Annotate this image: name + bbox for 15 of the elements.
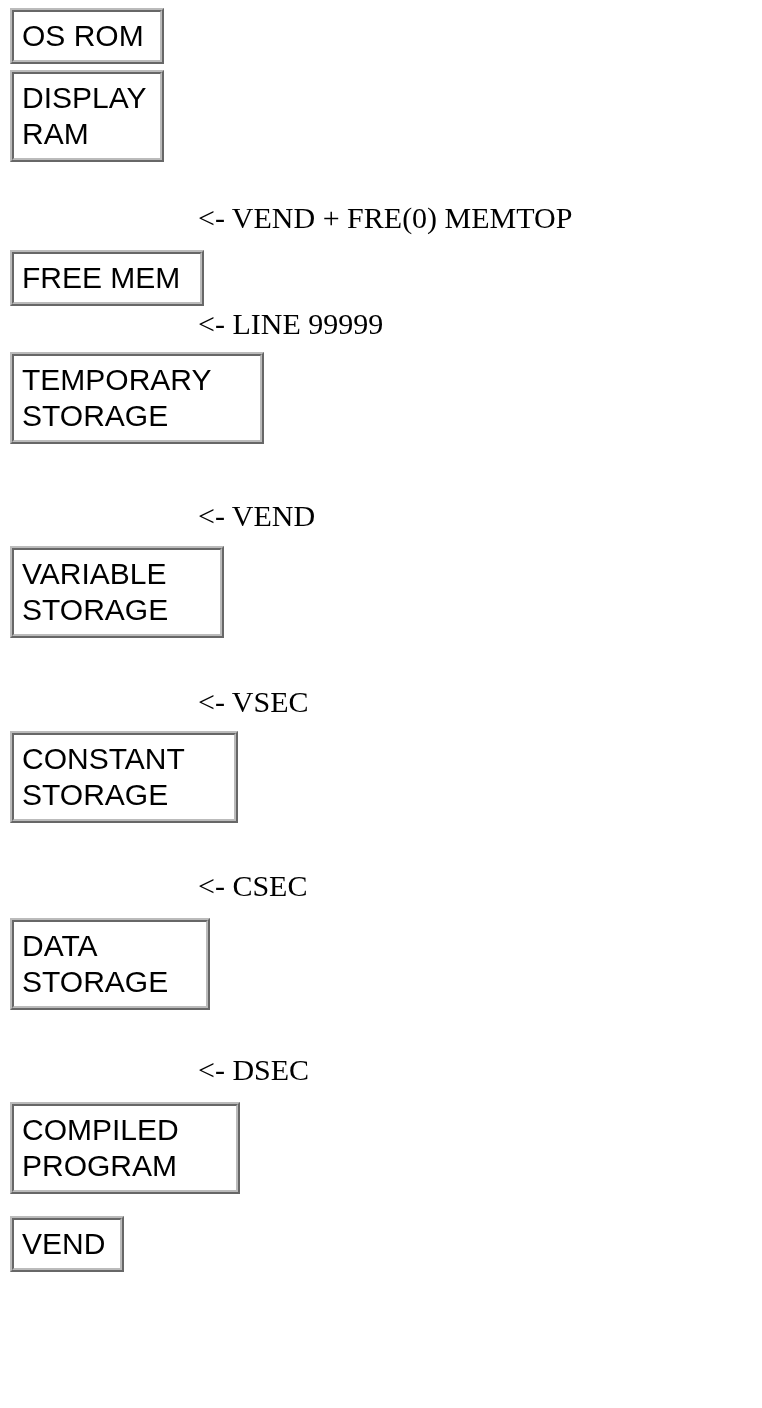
address-pointer-label: <- VSEC: [198, 684, 309, 720]
memory-block: OS ROM: [10, 8, 164, 64]
address-pointer-label: <- VEND + FRE(0) MEMTOP: [198, 200, 573, 236]
address-pointer-label: <- LINE 99999: [198, 306, 384, 342]
memory-block: CONSTANT STORAGE: [10, 731, 238, 823]
memory-block: VEND: [10, 1216, 124, 1272]
address-pointer-label: <- CSEC: [198, 868, 308, 904]
memory-block: COMPILED PROGRAM: [10, 1102, 240, 1194]
address-pointer-label: <- DSEC: [198, 1052, 310, 1088]
memory-block: VARIABLE STORAGE: [10, 546, 224, 638]
address-pointer-label: <- VEND: [198, 498, 316, 534]
memory-block: DATA STORAGE: [10, 918, 210, 1010]
memory-block: FREE MEM: [10, 250, 204, 306]
memory-block: TEMPORARY STORAGE: [10, 352, 264, 444]
memory-block: DISPLAY RAM: [10, 70, 164, 162]
